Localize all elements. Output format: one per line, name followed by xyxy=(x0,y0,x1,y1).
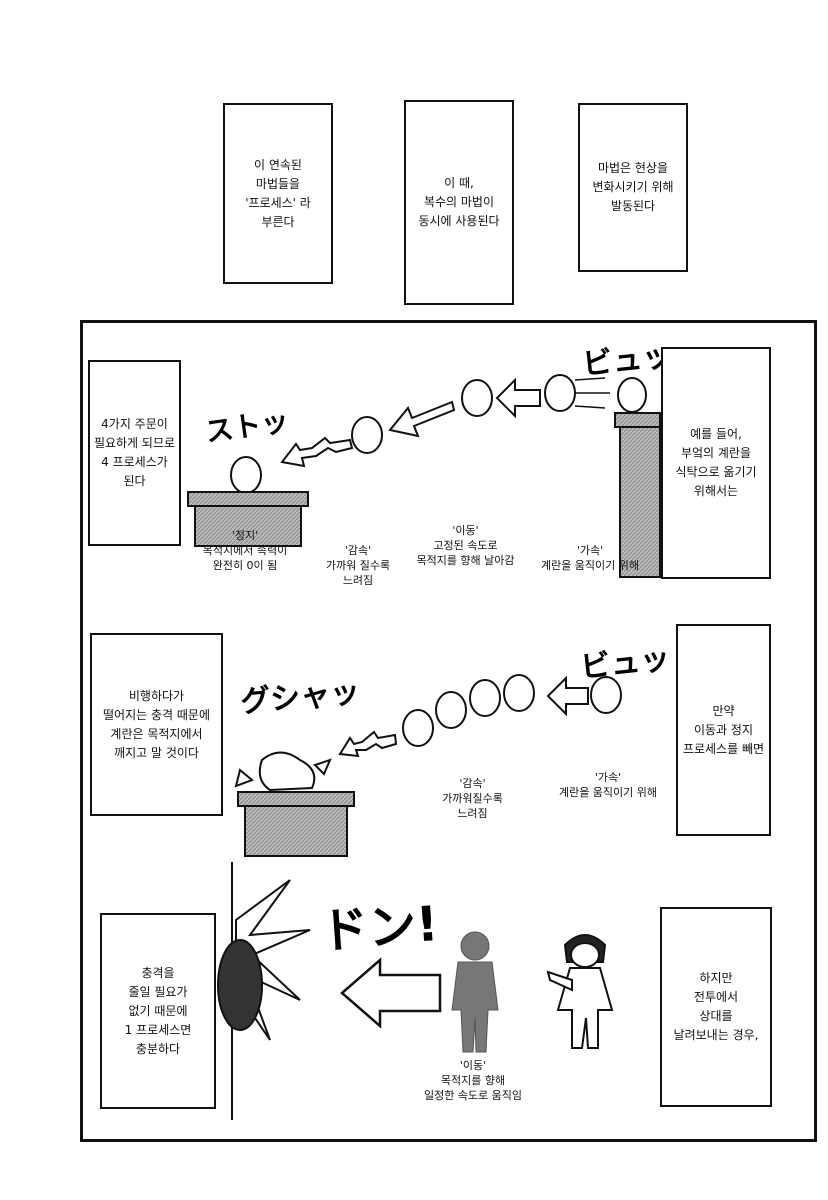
row2-left-box-text: 비행하다가 떨어지는 충격 때문에 계란은 목적지에서 깨지고 말 것이다 xyxy=(103,688,210,760)
row1-caption-accel: '가속' 계란을 움직이기 위해 xyxy=(540,544,640,572)
top-box-process: 이 연속된 마법들을 '프로세스' 라 부른다 xyxy=(223,103,333,284)
row1-eggs xyxy=(230,374,647,494)
row3-right-box-text: 하지만 전투에서 상대를 날려보내는 경우, xyxy=(673,971,759,1042)
row2-caption-decel: '감속' 가까워질수록 느려짐 xyxy=(442,777,503,820)
row1-sfx-start: ビュッ xyxy=(580,338,674,383)
row2-table xyxy=(237,791,355,857)
row1-kitchen-counter xyxy=(614,412,661,578)
row3-caption-move: '이동' 목적지를 향해 일정한 속도로 움직임 xyxy=(423,1059,523,1102)
row2-right-box: 만약 이동과 정지 프로세스를 빼면 xyxy=(676,624,771,836)
row3-right-box: 하지만 전투에서 상대를 날려보내는 경우, xyxy=(660,907,772,1107)
row1-right-box: 예를 들어, 부엌의 계란을 식탁으로 옮기기 위해서는 xyxy=(661,347,771,579)
row1-caption-decel: '감속' 가까워 질수록 느려짐 xyxy=(325,544,391,587)
row3-left-box: 충격을 줄일 필요가 없기 때문에 1 프로세스면 충분하다 xyxy=(100,913,216,1109)
row3-sfx: ドン! xyxy=(318,895,441,961)
row1-caption-move: '이동' 고정된 속도로 목적지를 향해 날아감 xyxy=(416,524,515,567)
row1-table xyxy=(187,491,309,547)
top-box-process-text: 이 연속된 마법들을 '프로세스' 라 부른다 xyxy=(245,157,311,229)
row2-right-box-text: 만약 이동과 정지 프로세스를 빼면 xyxy=(682,703,765,756)
row2-eggs xyxy=(402,674,622,747)
main-panel-frame xyxy=(80,320,817,1142)
row2-broken-egg xyxy=(234,751,332,792)
row2-arrows xyxy=(338,675,589,758)
row3-big-arrow xyxy=(340,957,442,1029)
row1-left-box-text: 4가지 주문이 필요하게 되므로 4 프로세스가 된다 xyxy=(93,417,176,488)
row1-speed-lines xyxy=(574,377,610,409)
row2-caption-accel: '가속' 계란을 움직이기 위해 xyxy=(558,771,658,799)
row2-left-box: 비행하다가 떨어지는 충격 때문에 계란은 목적지에서 깨지고 말 것이다 xyxy=(90,633,223,816)
row1-arrows xyxy=(280,377,541,468)
top-box-simultaneous: 이 때, 복수의 마법이 동시에 사용된다 xyxy=(404,100,514,305)
row3-silhouette-figure xyxy=(451,931,499,1053)
top-box-magic: 마법은 현상을 변화시키기 위해 발동된다 xyxy=(578,103,688,272)
row1-left-box: 4가지 주문이 필요하게 되므로 4 프로세스가 된다 xyxy=(88,360,181,546)
row3-left-box-text: 충격을 줄일 필요가 없기 때문에 1 프로세스면 충분하다 xyxy=(124,965,192,1056)
row3-caster-character xyxy=(546,934,614,1049)
top-box-magic-text: 마법은 현상을 변화시키기 위해 발동된다 xyxy=(592,161,674,213)
top-box-simultaneous-text: 이 때, 복수의 마법이 동시에 사용된다 xyxy=(418,176,500,228)
row3-impact-wall xyxy=(217,862,311,1120)
row2-sfx-start: ビュッ xyxy=(578,641,672,686)
row1-right-box-text: 예를 들어, 부엌의 계란을 식탁으로 옮기기 위해서는 xyxy=(675,427,757,498)
row1-caption-stop: '정지' 목적지에서 속력이 완전히 0이 됨 xyxy=(202,529,288,572)
